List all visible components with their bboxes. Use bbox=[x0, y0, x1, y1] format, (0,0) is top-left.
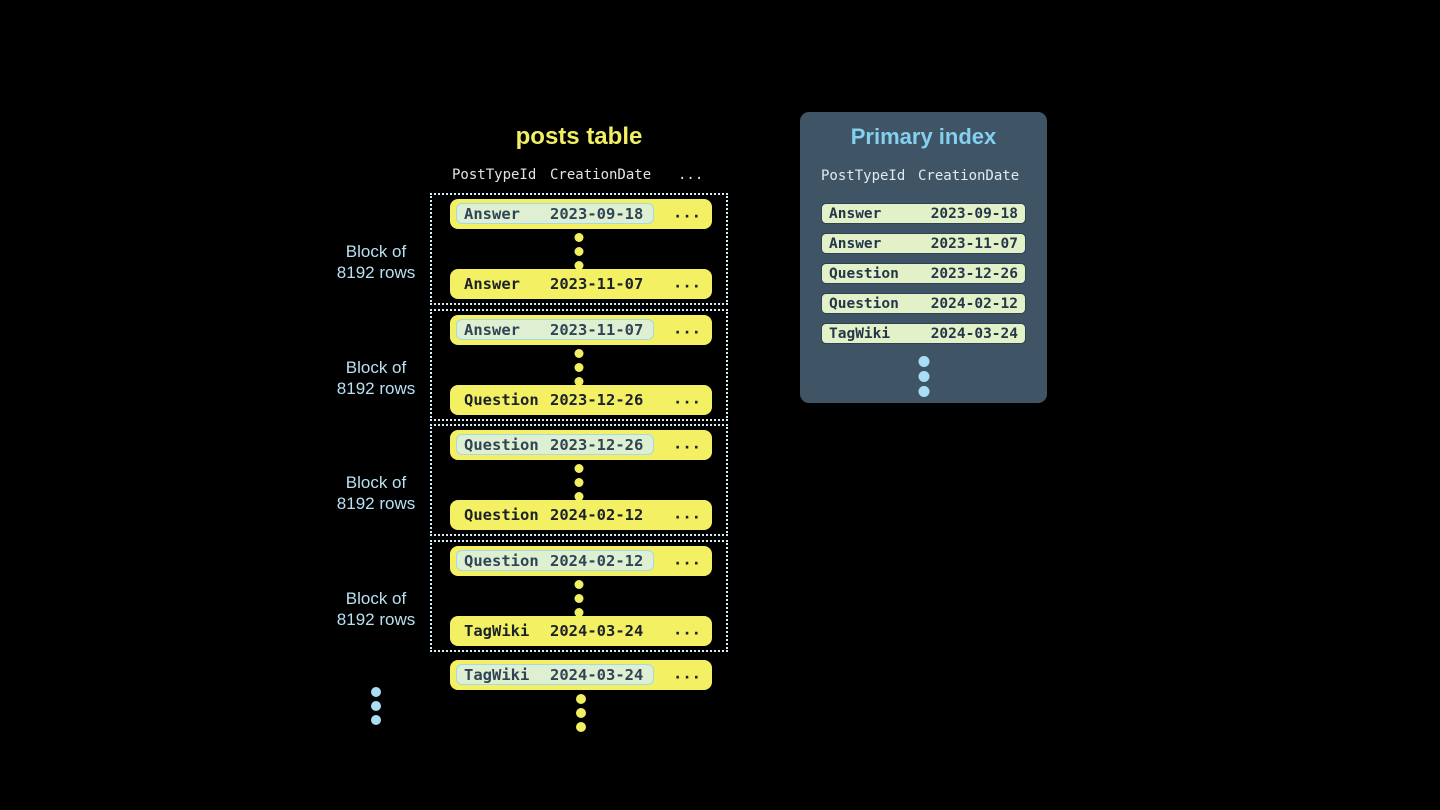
indexed-row-highlight: Question 2023-12-26 bbox=[456, 434, 654, 455]
row-creationdate: 2024-02-12 bbox=[550, 505, 644, 524]
next-block-first-row: TagWiki 2024-03-24 ... bbox=[450, 660, 712, 690]
block-label-line2: 8192 rows bbox=[336, 494, 416, 513]
row-posttypeid: TagWiki bbox=[464, 665, 530, 684]
entry-posttypeid: Answer bbox=[829, 235, 882, 252]
block-3-label: Block of 8192 rows bbox=[296, 472, 456, 514]
block-3-first-row: Question 2023-12-26 ... bbox=[450, 430, 712, 460]
row-more-columns: ... bbox=[673, 434, 701, 453]
header-creationdate: CreationDate bbox=[918, 168, 1020, 184]
row-more-columns: ... bbox=[673, 389, 701, 408]
row-posttypeid: Question bbox=[464, 390, 539, 409]
row-posttypeid: Answer bbox=[464, 204, 520, 223]
block-label-line2: 8192 rows bbox=[336, 610, 416, 629]
block-label-line2: 8192 rows bbox=[336, 379, 416, 398]
block-1-last-row: Answer 2023-11-07 ... bbox=[450, 269, 712, 299]
row-posttypeid: Question bbox=[464, 435, 539, 454]
entry-creationdate: 2024-03-24 bbox=[930, 325, 1018, 342]
index-entry: Answer 2023-09-18 bbox=[821, 203, 1026, 224]
header-creationdate: CreationDate bbox=[550, 167, 652, 183]
header-ellipsis: ... bbox=[678, 167, 704, 183]
row-creationdate: 2023-11-07 bbox=[550, 320, 644, 339]
row-creationdate: 2023-12-26 bbox=[550, 390, 644, 409]
row-creationdate: 2023-09-18 bbox=[550, 204, 644, 223]
primary-index-panel: Primary index PostTypeId CreationDate An… bbox=[800, 112, 1047, 403]
indexed-row-highlight: TagWiki 2024-03-24 bbox=[456, 664, 654, 685]
rows-ellipsis-dots bbox=[574, 580, 584, 617]
block-1-first-row: Answer 2023-09-18 ... bbox=[450, 199, 712, 229]
rows-ellipsis-dots bbox=[574, 233, 584, 270]
indexed-row-highlight: Answer 2023-09-18 bbox=[456, 203, 654, 224]
row-creationdate: 2024-03-24 bbox=[550, 665, 644, 684]
block-label-line1: Block of bbox=[345, 589, 407, 608]
entry-posttypeid: Answer bbox=[829, 205, 882, 222]
row-more-columns: ... bbox=[673, 550, 701, 569]
block-1: Answer 2023-09-18 ... Answer 2023-11-07 … bbox=[430, 193, 728, 305]
row-more-columns: ... bbox=[673, 664, 701, 683]
block-2-last-row: Question 2023-12-26 ... bbox=[450, 385, 712, 415]
index-entry: Answer 2023-11-07 bbox=[821, 233, 1026, 254]
row-more-columns: ... bbox=[673, 203, 701, 222]
more-blocks-dots bbox=[371, 687, 381, 725]
row-posttypeid: Answer bbox=[464, 274, 520, 293]
index-entry: TagWiki 2024-03-24 bbox=[821, 323, 1026, 344]
block-label-line1: Block of bbox=[345, 242, 407, 261]
indexed-row-highlight: Answer 2023-11-07 bbox=[456, 319, 654, 340]
indexed-row-highlight: Question 2024-02-12 bbox=[456, 550, 654, 571]
row-creationdate: 2023-11-07 bbox=[550, 274, 644, 293]
block-label-line1: Block of bbox=[345, 358, 407, 377]
entry-creationdate: 2023-12-26 bbox=[930, 265, 1018, 282]
index-entry: Question 2024-02-12 bbox=[821, 293, 1026, 314]
entry-creationdate: 2023-09-18 bbox=[930, 205, 1018, 222]
header-posttypeid: PostTypeId bbox=[821, 168, 906, 184]
entry-creationdate: 2024-02-12 bbox=[930, 295, 1018, 312]
index-entry: Question 2023-12-26 bbox=[821, 263, 1026, 284]
entry-posttypeid: TagWiki bbox=[829, 325, 891, 342]
row-posttypeid: Answer bbox=[464, 320, 520, 339]
block-3: Question 2023-12-26 ... Question 2024-02… bbox=[430, 424, 728, 536]
more-rows-dots bbox=[576, 694, 586, 732]
rows-ellipsis-dots bbox=[574, 464, 584, 501]
row-more-columns: ... bbox=[673, 620, 701, 639]
rows-ellipsis-dots bbox=[574, 349, 584, 386]
header-posttypeid: PostTypeId bbox=[452, 167, 537, 183]
row-more-columns: ... bbox=[673, 273, 701, 292]
block-4-last-row: TagWiki 2024-03-24 ... bbox=[450, 616, 712, 646]
block-label-line2: 8192 rows bbox=[336, 263, 416, 282]
block-1-label: Block of 8192 rows bbox=[296, 241, 456, 283]
row-more-columns: ... bbox=[673, 319, 701, 338]
entry-creationdate: 2023-11-07 bbox=[930, 235, 1018, 252]
block-2: Answer 2023-11-07 ... Question 2023-12-2… bbox=[430, 309, 728, 421]
block-label-line1: Block of bbox=[345, 473, 407, 492]
row-values: Question 2023-12-26 bbox=[456, 389, 654, 410]
row-posttypeid: Question bbox=[464, 551, 539, 570]
block-4-first-row: Question 2024-02-12 ... bbox=[450, 546, 712, 576]
block-4: Question 2024-02-12 ... TagWiki 2024-03-… bbox=[430, 540, 728, 652]
primary-index-title: Primary index bbox=[850, 124, 997, 149]
block-4-label: Block of 8192 rows bbox=[296, 588, 456, 630]
posts-table-title: posts table bbox=[515, 123, 643, 150]
row-values: Question 2024-02-12 bbox=[456, 504, 654, 525]
block-3-last-row: Question 2024-02-12 ... bbox=[450, 500, 712, 530]
block-2-label: Block of 8192 rows bbox=[296, 357, 456, 399]
row-creationdate: 2024-02-12 bbox=[550, 551, 644, 570]
row-more-columns: ... bbox=[673, 504, 701, 523]
row-values: Answer 2023-11-07 bbox=[456, 273, 654, 294]
row-creationdate: 2023-12-26 bbox=[550, 435, 644, 454]
more-index-entries-dots bbox=[918, 356, 929, 397]
entry-posttypeid: Question bbox=[829, 295, 899, 312]
entry-posttypeid: Question bbox=[829, 265, 899, 282]
row-values: TagWiki 2024-03-24 bbox=[456, 620, 654, 641]
row-posttypeid: TagWiki bbox=[464, 621, 530, 640]
block-2-first-row: Answer 2023-11-07 ... bbox=[450, 315, 712, 345]
row-posttypeid: Question bbox=[464, 505, 539, 524]
row-creationdate: 2024-03-24 bbox=[550, 621, 644, 640]
